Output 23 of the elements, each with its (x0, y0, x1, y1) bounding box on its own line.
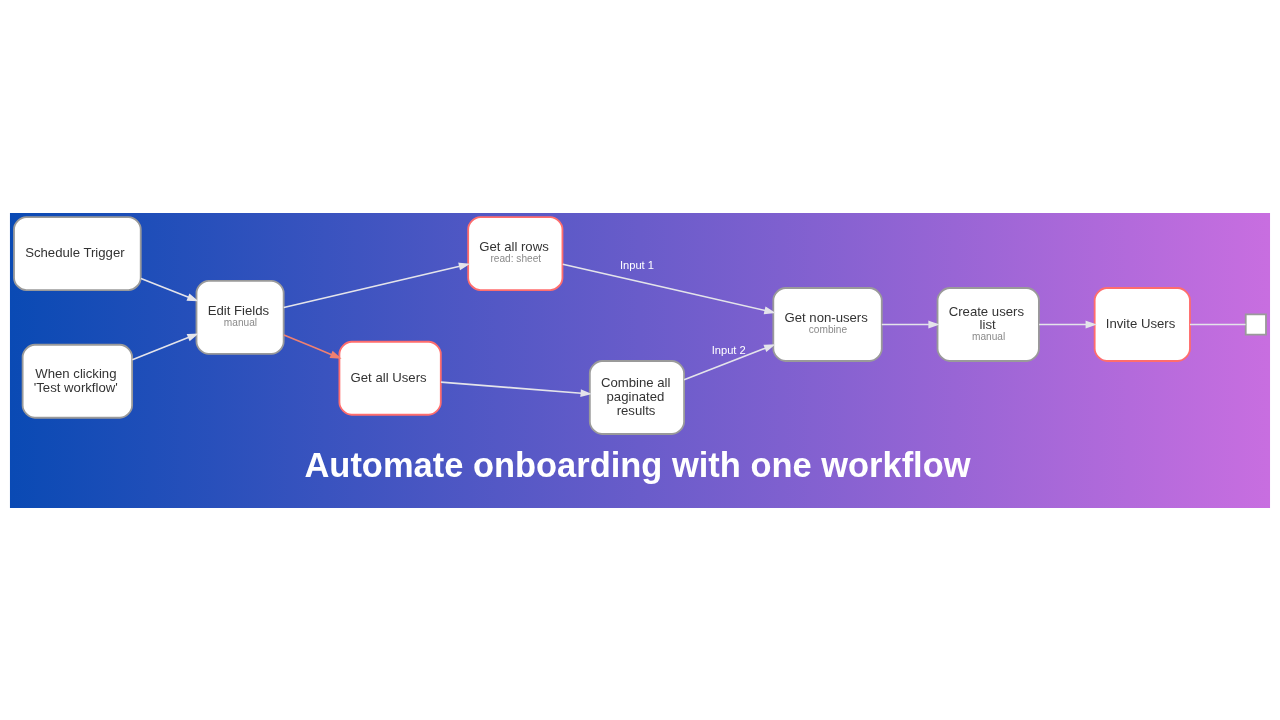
arrow (881, 320, 940, 328)
node-box: Edit Fields manual (195, 279, 285, 355)
node-box: When clicking 'Test workflow' (21, 343, 133, 419)
node-box: Get all Users (338, 340, 442, 416)
edge-label: Input 2 (711, 343, 746, 356)
node-box: Schedule Trigger (13, 215, 142, 291)
node-box: Create users list manual (936, 286, 1040, 362)
arrow (282, 262, 471, 308)
edge-label: Input 1 (619, 258, 654, 271)
connector (1189, 323, 1247, 325)
arrow (440, 380, 592, 397)
node-box: Invite Users (1093, 286, 1191, 362)
arrow (1038, 320, 1097, 328)
arrow (131, 332, 199, 361)
arrow (683, 343, 776, 380)
arrow (283, 333, 342, 359)
node-box: Combine all paginated results (588, 359, 685, 435)
node-box (1244, 312, 1267, 336)
arrow (561, 262, 776, 314)
arrow (140, 277, 199, 301)
caption: Automate onboarding with one workflow (304, 445, 971, 484)
node-box: Get non-users combine (772, 286, 883, 362)
node-box: Get all rows read: sheet (467, 215, 564, 291)
